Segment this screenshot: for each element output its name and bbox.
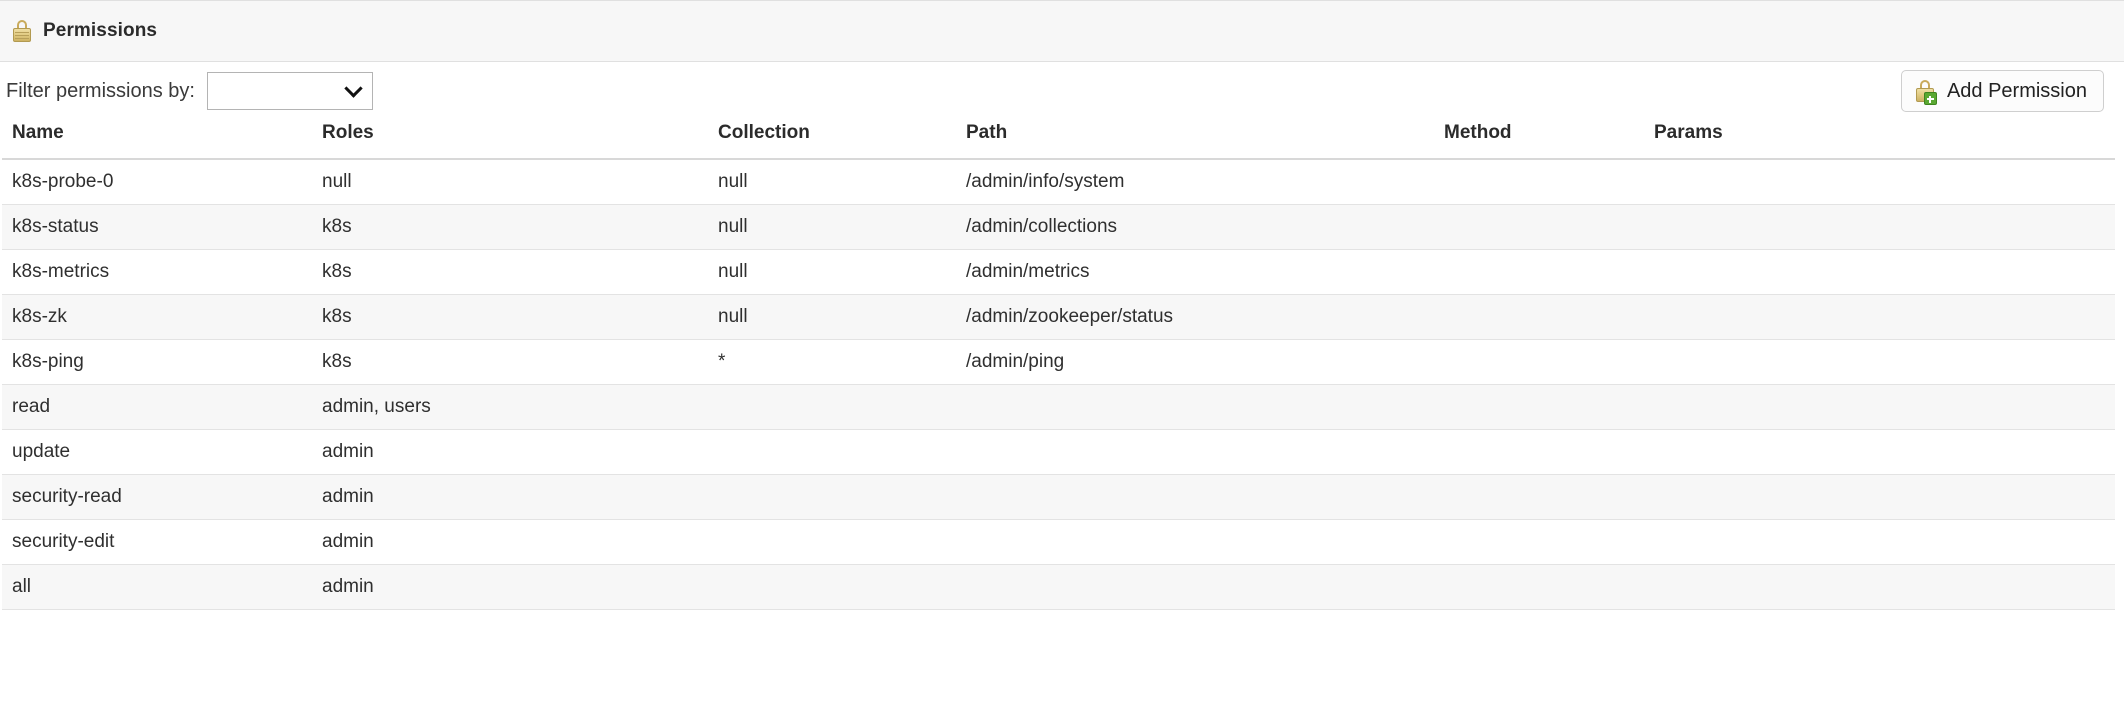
- add-permission-button-label: Add Permission: [1946, 79, 2087, 102]
- cell-path: [956, 564, 1434, 610]
- cell-path: [956, 429, 1434, 475]
- cell-name: k8s-metrics: [2, 249, 312, 295]
- add-permission-button[interactable]: Add Permission: [1900, 70, 2104, 112]
- cell-roles: k8s: [312, 204, 708, 250]
- page-title: Permissions: [43, 20, 158, 41]
- cell-path: /admin/collections: [956, 204, 1434, 250]
- cell-roles: admin: [312, 564, 708, 610]
- cell-params: [1644, 204, 2115, 250]
- cell-collection: [708, 519, 956, 565]
- column-header-params[interactable]: Params: [1644, 120, 2115, 160]
- cell-method: [1434, 159, 1644, 205]
- column-header-method[interactable]: Method: [1434, 120, 1644, 160]
- cell-name: all: [2, 564, 312, 610]
- cell-collection: [708, 384, 956, 430]
- cell-params: [1644, 474, 2115, 520]
- filter-permissions-select[interactable]: [206, 72, 373, 110]
- cell-collection: [708, 564, 956, 610]
- cell-name: k8s-zk: [2, 294, 312, 340]
- cell-path: [956, 474, 1434, 520]
- cell-params: [1644, 159, 2115, 205]
- cell-roles: admin: [312, 429, 708, 475]
- cell-path: /admin/ping: [956, 339, 1434, 385]
- cell-params: [1644, 519, 2115, 565]
- column-header-path[interactable]: Path: [956, 120, 1434, 160]
- cell-roles: null: [312, 159, 708, 205]
- cell-name: k8s-probe-0: [2, 159, 312, 205]
- cell-path: [956, 384, 1434, 430]
- permissions-table-wrapper: Name Roles Collection Path Method Params…: [0, 120, 2124, 610]
- lock-icon: [12, 19, 32, 43]
- cell-roles: k8s: [312, 249, 708, 295]
- cell-method: [1434, 474, 1644, 520]
- cell-params: [1644, 339, 2115, 385]
- permissions-table-head: Name Roles Collection Path Method Params: [2, 120, 2115, 160]
- cell-method: [1434, 564, 1644, 610]
- cell-path: [956, 519, 1434, 565]
- lock-plus-icon: [1915, 79, 1937, 105]
- cell-path: /admin/zookeeper/status: [956, 294, 1434, 340]
- cell-roles: k8s: [312, 339, 708, 385]
- permissions-table: Name Roles Collection Path Method Params…: [2, 120, 2115, 610]
- column-header-name[interactable]: Name: [2, 120, 312, 160]
- cell-roles: admin: [312, 519, 708, 565]
- cell-roles: admin: [312, 474, 708, 520]
- cell-method: [1434, 204, 1644, 250]
- cell-roles: k8s: [312, 294, 708, 340]
- chevron-down-icon: [344, 79, 363, 98]
- filter-permissions-label: Filter permissions by:: [6, 79, 195, 102]
- cell-method: [1434, 384, 1644, 430]
- cell-method: [1434, 519, 1644, 565]
- cell-collection: [708, 474, 956, 520]
- cell-name: k8s-ping: [2, 339, 312, 385]
- cell-params: [1644, 249, 2115, 295]
- cell-method: [1434, 294, 1644, 340]
- cell-collection: [708, 429, 956, 475]
- cell-name: security-read: [2, 474, 312, 520]
- cell-name: update: [2, 429, 312, 475]
- cell-collection: null: [708, 294, 956, 340]
- cell-params: [1644, 294, 2115, 340]
- cell-name: security-edit: [2, 519, 312, 565]
- cell-collection: null: [708, 249, 956, 295]
- cell-method: [1434, 429, 1644, 475]
- permissions-panel-header: Permissions: [0, 0, 2124, 62]
- permissions-toolbar: Filter permissions by: Add Permission: [0, 62, 2124, 120]
- cell-collection: null: [708, 204, 956, 250]
- cell-name: read: [2, 384, 312, 430]
- cell-path: /admin/info/system: [956, 159, 1434, 205]
- cell-params: [1644, 429, 2115, 475]
- cell-method: [1434, 339, 1644, 385]
- cell-collection: null: [708, 159, 956, 205]
- column-header-roles[interactable]: Roles: [312, 120, 708, 160]
- cell-path: /admin/metrics: [956, 249, 1434, 295]
- table-header-row: Name Roles Collection Path Method Params: [2, 120, 2115, 160]
- cell-params: [1644, 564, 2115, 610]
- cell-name: k8s-status: [2, 204, 312, 250]
- cell-collection: *: [708, 339, 956, 385]
- cell-roles: admin, users: [312, 384, 708, 430]
- cell-params: [1644, 384, 2115, 430]
- column-header-collection[interactable]: Collection: [708, 120, 956, 160]
- cell-method: [1434, 249, 1644, 295]
